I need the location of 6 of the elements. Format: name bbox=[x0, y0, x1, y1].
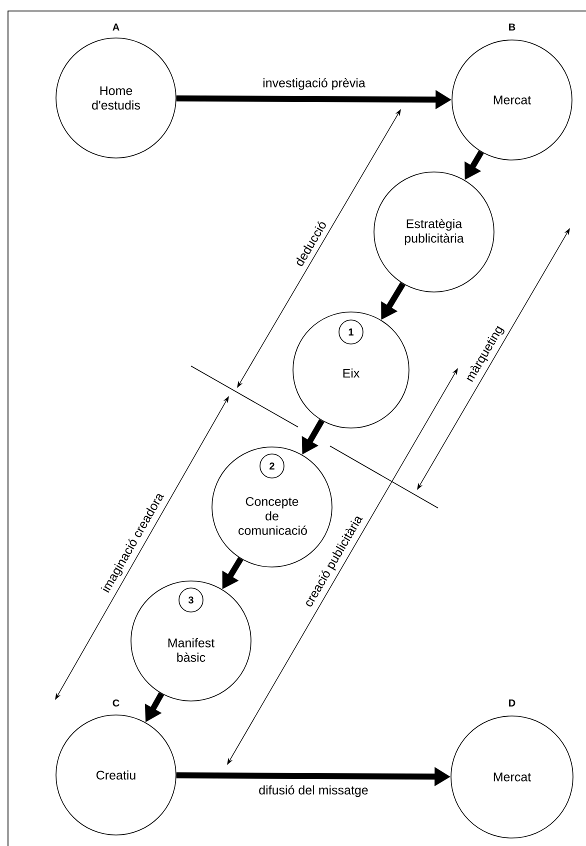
node-letter: A bbox=[112, 24, 120, 30]
node-letter: D bbox=[509, 700, 516, 706]
edge-label: investigació prèvia bbox=[263, 78, 366, 90]
node-letter: C bbox=[112, 699, 120, 707]
edge-label: difusió del missatge bbox=[259, 785, 368, 797]
node-letter: B bbox=[509, 24, 516, 30]
